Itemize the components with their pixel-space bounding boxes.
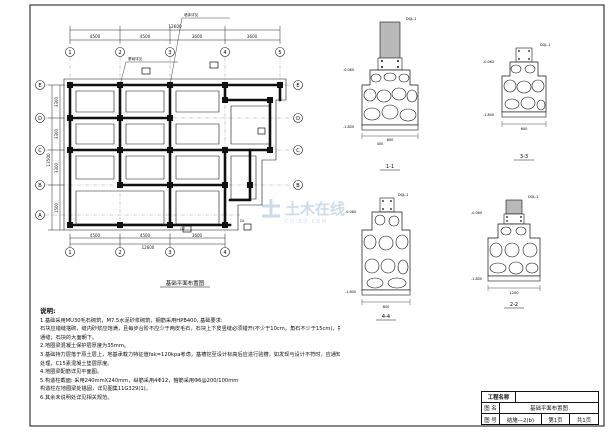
s11-dim-width: 600	[387, 138, 395, 142]
callout-dl: DL	[240, 219, 245, 223]
note-line: 5.构造柱截面: 采用240mmX240mm，纵筋采用4Φ12，箍筋采用Φ6@2…	[40, 377, 239, 384]
dim-bottom-total: 12600	[142, 245, 155, 250]
note-line: 1.基础采用MU30毛石砌筑，M7.5水泥砂浆砌筑，钢筋采用HPB400, 基础…	[40, 317, 223, 324]
dim-bottom-3: 3600	[192, 233, 203, 238]
axis-3: 3	[168, 50, 171, 56]
axis-d-right: D	[296, 116, 300, 122]
s22-elev-bottom: -1.800	[471, 277, 482, 281]
s33-elev-top: -0.060	[483, 60, 494, 64]
s33-mark: DQL-1	[540, 43, 551, 47]
sheet-border	[29, 4, 605, 427]
s11-title: 1-1	[386, 164, 394, 170]
watermark-en: COIBO.COM	[285, 219, 328, 225]
number-label: 图 号	[482, 414, 500, 425]
dim-left-4: 1500	[54, 202, 59, 213]
note-line: 3.基础持力层落于原土层上，地基承载力特征值fak=120kpa考虑，基槽挖至设…	[40, 351, 340, 358]
axis-5: 5	[278, 50, 281, 56]
axis-4: 4	[223, 50, 226, 56]
drawing-name: 基础平面布置图	[530, 406, 568, 412]
axis-e-right: E	[296, 83, 299, 89]
note-line: 6.其余未说明处详见相关规范。	[40, 394, 113, 401]
note-line: 通缝；石块的大面朝下。	[40, 334, 98, 341]
drawing-label: 图 名	[482, 403, 500, 413]
s33-dim-width: 600	[521, 127, 529, 131]
axis-b-right: B	[296, 183, 300, 189]
axis-bubbles-right: E D C B	[293, 80, 303, 190]
section-4-4: 800 -0.060 -1.800 DQL-1 4-4	[345, 193, 411, 321]
section-2-2: 1200 -0.060 -1.800 DQL-1 2-2	[471, 195, 541, 309]
s11-elev-bottom: -1.800	[343, 125, 354, 129]
section-marks	[141, 61, 266, 233]
number-value: 结施—2(b)	[500, 414, 542, 425]
watermark-cn: 土木在线	[285, 200, 345, 218]
note-line: 4.地圈梁配筋详见平面图。	[40, 369, 103, 376]
plan-title: 基础平面布置图	[166, 279, 205, 287]
note-line: 处理，C15素混凝土垫层厚度。	[40, 360, 113, 367]
dim-bottom-2: 4500	[140, 233, 151, 238]
page-label: 第1页	[542, 414, 570, 425]
s44-elev-bottom: -1.800	[345, 290, 356, 294]
dim-bottom-1: 4500	[90, 233, 101, 238]
callout-wall: 墙体详见	[184, 12, 199, 17]
section-3-3: 600 -0.060 -1.800 DQL-1 3-3	[483, 43, 551, 161]
note-line: 石块应错缝搭砌，缝内砂浆应饱满，且每步台阶不应少于两皮毛石，石块上下皮竖缝必须错…	[40, 326, 340, 333]
axis-3-bottom: 3	[168, 250, 171, 256]
dim-top-total: 12600	[168, 24, 182, 29]
axis-b: B	[38, 183, 42, 189]
dim-left-total: 13500	[46, 153, 51, 167]
axis-bubbles-left: E D C B A	[35, 80, 45, 220]
watermark-logo-icon	[262, 199, 280, 218]
s44-elev-top: -0.060	[345, 210, 356, 214]
s11-elev-top: -0.060	[343, 68, 354, 72]
axis-bubbles-top: 1 2 3 4 5	[65, 47, 285, 57]
axis-2-bottom: 2	[118, 250, 121, 256]
axis-a: A	[38, 213, 42, 219]
s33-elev-bottom: -1.800	[483, 113, 494, 117]
dim-top-1: 4500	[90, 34, 101, 39]
dim-left-2: 3300	[54, 128, 59, 139]
dim-top-2: 4500	[140, 34, 151, 39]
axis-c-right: C	[296, 148, 300, 154]
s44-dim-width: 800	[383, 305, 391, 309]
s22-dim-width: 1200	[509, 291, 519, 295]
dim-left-3: 3300	[54, 162, 59, 173]
s33-title: 3-3	[520, 154, 528, 160]
foundation-outlines	[63, 78, 287, 231]
s22-mark: DQL-1	[528, 195, 539, 199]
s44-mark: DQL-1	[398, 193, 409, 197]
s11-dim-step: 400	[377, 142, 383, 146]
s11-mark: DQL-1	[406, 17, 417, 21]
title-block: 工程名称 图 名 基础平面布置图 图 号 结施—2(b) 第1页 共1页	[481, 391, 599, 425]
total-label: 共1页	[576, 417, 592, 424]
section-1-1: 600 400 -0.060 -1.800 DQL-1 1-1	[343, 17, 419, 171]
top-dimensions	[69, 26, 281, 44]
note-line: 构造柱在地圈梁处锚固，详见图集11G329(1)。	[40, 386, 151, 393]
s22-elev-top: -0.060	[471, 211, 482, 215]
axis-4-bottom: 4	[223, 250, 226, 256]
dim-top-4: 3600	[247, 34, 258, 39]
dim-left-1: 3300	[54, 96, 59, 107]
callout-gz: GZ	[180, 227, 186, 231]
s44-title: 4-4	[382, 314, 390, 320]
axis-c: C	[38, 148, 42, 154]
general-notes: 说明: 1.基础采用MU30毛石砌筑，M7.5水泥砂浆砌筑，钢筋采用HPB400…	[40, 307, 340, 403]
axis-bubbles-bottom: 1 2 3 4	[65, 247, 230, 257]
watermark: 土木在线 COIBO.COM	[262, 199, 345, 225]
notes-heading: 说明:	[40, 307, 56, 315]
s22-title: 2-2	[510, 302, 518, 308]
axis-1-bottom: 1	[68, 250, 71, 256]
axis-2: 2	[118, 50, 121, 56]
axis-e: E	[38, 83, 41, 89]
axis-d: D	[38, 116, 42, 122]
dim-top-3: 3600	[192, 34, 203, 39]
note-line: 2.地圈梁混凝土保护层厚度为35mm。	[40, 343, 130, 350]
foundation-plan: 12600 4500 4500 3600 3600 13500 3300 330…	[35, 12, 303, 288]
callout-leaders	[119, 17, 230, 86]
callout-foundation: 基础详见	[128, 56, 143, 61]
axis-1: 1	[68, 50, 71, 56]
project-label: 工程名称	[482, 392, 516, 402]
